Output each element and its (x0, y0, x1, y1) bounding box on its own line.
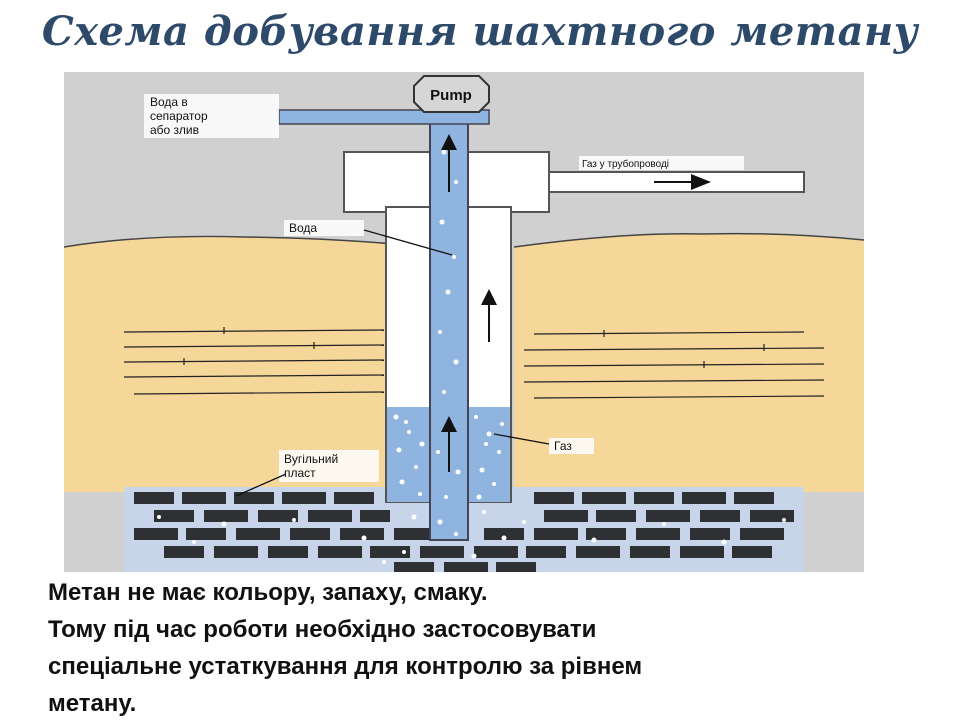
ground-line (64, 232, 864, 248)
caption-line-4: метану. (48, 690, 137, 717)
water-pointer (363, 229, 453, 256)
coal-label-line-1: Вугільний (284, 452, 338, 466)
water-out-line-2: сепаратор (150, 109, 208, 123)
water-out-label-box (144, 94, 279, 138)
water-out-label: Вода в сепаратор або злив (150, 95, 211, 137)
soil-layer (64, 236, 394, 492)
coal-pointer (235, 473, 287, 497)
gas-pointer (493, 433, 550, 445)
caption-line-1: Метан не має кольору, запаху, смаку. (48, 579, 488, 606)
gas-pipeline-label-box (579, 156, 744, 170)
methane-extraction-diagram: Pump Вода в сепаратор або злив Газ у тру… (64, 72, 864, 572)
coal-seam (124, 487, 804, 572)
pump-label: Pump (430, 87, 472, 104)
gas-label-box (549, 438, 594, 454)
caption-line-3: спеціальне устаткування для контролю за … (48, 653, 643, 680)
coal-label: Вугільний пласт (284, 452, 342, 480)
caption-line-2: Тому під час роботи необхідно застосовув… (48, 616, 597, 643)
water-out-line-3: або злив (150, 123, 199, 137)
water-out-line-1: Вода в (150, 95, 188, 109)
gas-label: Газ (554, 439, 572, 453)
coal-label-line-2: пласт (284, 466, 316, 480)
caption: Метан не має кольору, запаху, смаку. Том… (48, 574, 928, 722)
coal-label-box (279, 450, 379, 482)
water-label-box (284, 220, 364, 236)
strata-lines (123, 327, 825, 399)
gas-pipeline-label: Газ у трубопроводі (582, 158, 669, 170)
pump-icon (413, 75, 490, 113)
water-label: Вода (289, 221, 317, 235)
soil-layer-right (514, 233, 864, 492)
page-title: Схема добування шахтного метану (41, 8, 919, 55)
